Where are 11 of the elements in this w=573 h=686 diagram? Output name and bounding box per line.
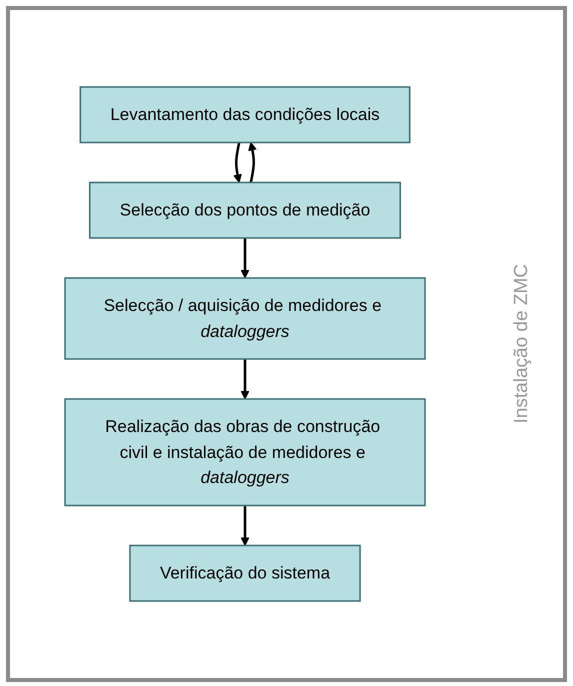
arrow <box>240 506 250 546</box>
arrow <box>240 238 250 278</box>
arrow <box>233 142 242 183</box>
side-label: Instalação de ZMC <box>510 264 532 424</box>
node-box: Realização das obras de construção civil e instalação de medidores e dataloggers <box>64 398 426 506</box>
node-box: Selecção / aquisição de medidores e dataloggers <box>64 277 426 360</box>
node-box: Selecção dos pontos de medição <box>89 182 401 239</box>
arrow <box>240 359 250 400</box>
arrow <box>248 142 257 183</box>
node-box: Levantamento das condições locais <box>80 86 410 144</box>
node-box: Verificação do sistema <box>129 544 361 602</box>
